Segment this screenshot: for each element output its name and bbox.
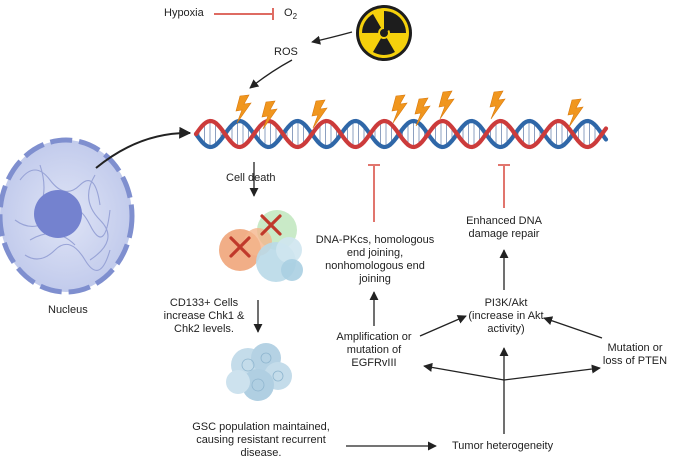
- o2-label: O2: [284, 7, 297, 23]
- radiation-to-ros-arrow: [311, 31, 353, 45]
- gsc-line-3: disease.: [240, 447, 282, 459]
- pten-line-1: Mutation or: [607, 342, 663, 354]
- amplification-line-1: Amplification or: [336, 331, 412, 343]
- gsc-line-2: causing resistant recurrent: [196, 434, 326, 446]
- hypoxia-label: Hypoxia: [164, 7, 204, 19]
- dna-strand: [193, 118, 609, 150]
- dna-strand: [193, 118, 609, 150]
- cd133-line-3: Chk2 levels.: [174, 323, 234, 335]
- cd133-label: CD133+ Cells increase Chk1 & Chk2 levels…: [152, 297, 256, 336]
- dna-pkcs-line-1: DNA-PKcs, homologous: [315, 234, 435, 246]
- stem-cells-icon: [226, 343, 292, 401]
- gsc-label: GSC population maintained, causing resis…: [176, 421, 346, 460]
- dna-pkcs-line-2: end joining,: [346, 247, 404, 259]
- enhanced-repair-label: Enhanced DNA damage repair: [452, 215, 556, 241]
- dna-pkcs-label: DNA-PKcs, homologous end joining, nonhom…: [306, 234, 444, 286]
- o2-subscript: 2: [292, 12, 298, 22]
- radiation-icon: [356, 5, 412, 61]
- nucleus-icon: [0, 137, 135, 295]
- nucleus-to-dna-arrow: [95, 126, 192, 169]
- pi3k-line-2: (increase in Akt: [468, 310, 544, 322]
- pten-to-pi3k-arrow: [543, 316, 603, 339]
- tumor-heterogeneity-label: Tumor heterogeneity: [452, 440, 554, 452]
- amplification-line-3: EGFRvIII: [351, 357, 397, 369]
- lightning-icon: [438, 90, 455, 120]
- ros-to-dna-arrow: [249, 59, 293, 89]
- cd133-line-1: CD133+ Cells: [169, 297, 239, 309]
- lightning-icon: [489, 90, 506, 120]
- lightning-icon: [311, 99, 328, 129]
- gsc-line-1: GSC population maintained,: [192, 421, 330, 433]
- tumor-to-pten-arrow: [503, 364, 601, 381]
- tumor-to-egfr-arrow: [423, 362, 505, 381]
- ros-label: ROS: [274, 46, 298, 58]
- pi3k-label: PI3K/Akt (increase in Akt activity): [456, 297, 556, 336]
- nucleus-label: Nucleus: [48, 304, 88, 316]
- pten-label: Mutation or loss of PTEN: [598, 342, 672, 368]
- lightning-icon: [414, 97, 431, 127]
- lightning-icon: [391, 94, 408, 124]
- cell-death-label: Cell death: [226, 172, 276, 184]
- dead-cells-icon: [219, 210, 303, 282]
- lightning-icon: [235, 94, 252, 124]
- lightning-icon: [261, 100, 278, 130]
- pten-line-2: loss of PTEN: [602, 355, 668, 367]
- amplification-label: Amplification or mutation of EGFRvIII: [324, 331, 424, 370]
- enhanced-repair-line-2: damage repair: [468, 228, 540, 240]
- enhanced-repair-line-1: Enhanced DNA: [466, 215, 542, 227]
- cd133-line-2: increase Chk1 &: [163, 310, 245, 322]
- dna-helix-icon: [193, 118, 609, 150]
- o2-text: O: [284, 7, 293, 19]
- dna-pkcs-line-3: nonhomologous end: [325, 260, 425, 272]
- egfr-to-pi3k-arrow: [419, 315, 467, 337]
- lightning-icons: [235, 90, 584, 130]
- dna-pkcs-line-4: joining: [359, 273, 391, 285]
- pi3k-line-3: activity): [487, 323, 525, 335]
- lightning-icon: [567, 98, 584, 128]
- pi3k-line-1: PI3K/Akt: [484, 297, 528, 309]
- amplification-line-2: mutation of: [346, 344, 402, 356]
